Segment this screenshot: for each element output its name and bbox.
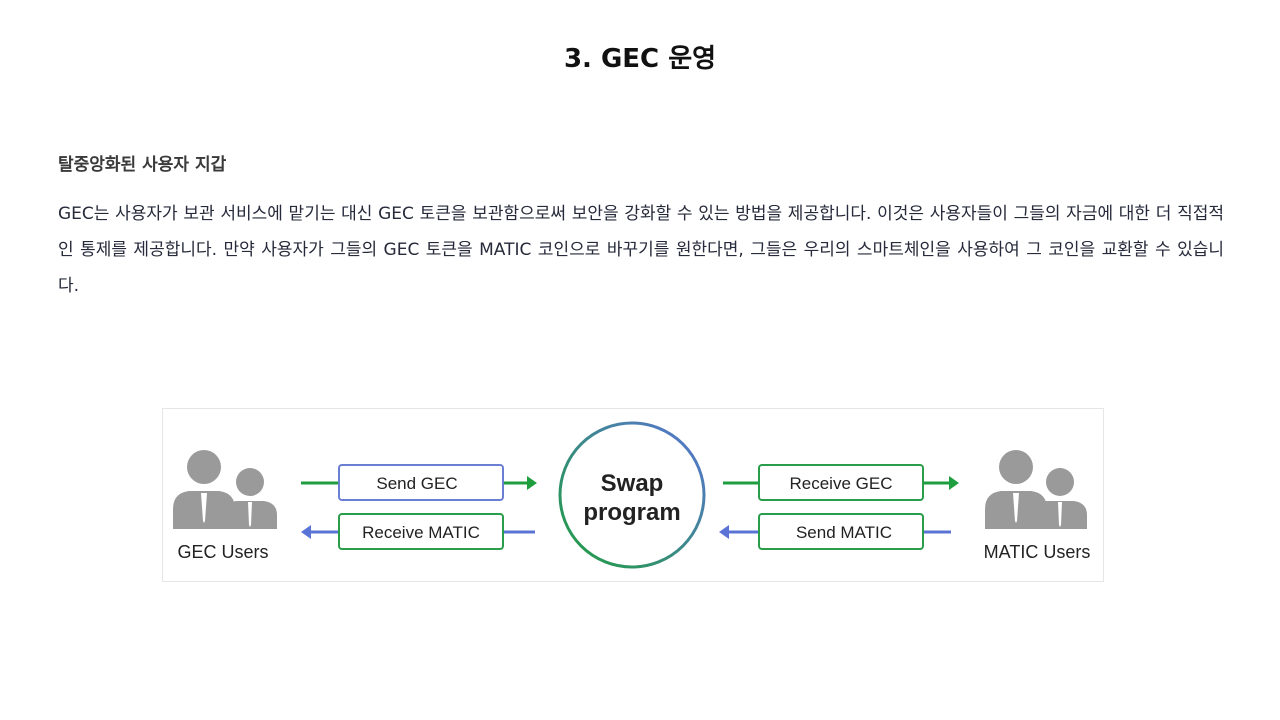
matic-users-label: MATIC Users xyxy=(984,542,1091,562)
swap-diagram: GEC Users Send GEC Receive MATIC Swap pr… xyxy=(162,408,1104,582)
swap-program-circle xyxy=(558,421,706,569)
send-matic-box xyxy=(758,513,924,550)
receive-gec-box xyxy=(758,464,924,501)
arrow-right-icon xyxy=(723,476,959,490)
swap-program-line1: Swap xyxy=(601,470,664,497)
swap-program-line2: program xyxy=(583,499,680,526)
gec-users-label: GEC Users xyxy=(177,542,268,562)
send-gec-label: Send GEC xyxy=(376,474,457,493)
section-heading: 탈중앙화된 사용자 지갑 xyxy=(58,155,227,175)
receive-gec-label: Receive GEC xyxy=(790,474,893,493)
receive-matic-label: Receive MATIC xyxy=(362,523,480,542)
send-gec-box xyxy=(338,464,504,501)
arrow-right-icon xyxy=(301,476,537,490)
matic-users-icon xyxy=(985,450,1087,529)
gec-users-icon xyxy=(173,450,277,529)
send-matic-label: Send MATIC xyxy=(796,523,892,542)
receive-matic-box xyxy=(338,513,504,550)
swap-diagram-canvas: GEC Users Send GEC Receive MATIC Swap pr… xyxy=(173,421,1091,569)
section-body-text: GEC는 사용자가 보관 서비스에 맡기는 대신 GEC 토큰을 보관함으로써 … xyxy=(58,204,1224,296)
arrow-left-icon xyxy=(719,525,951,539)
slide-title: 3. GEC 운영 xyxy=(563,44,717,74)
arrow-left-icon xyxy=(301,525,535,539)
